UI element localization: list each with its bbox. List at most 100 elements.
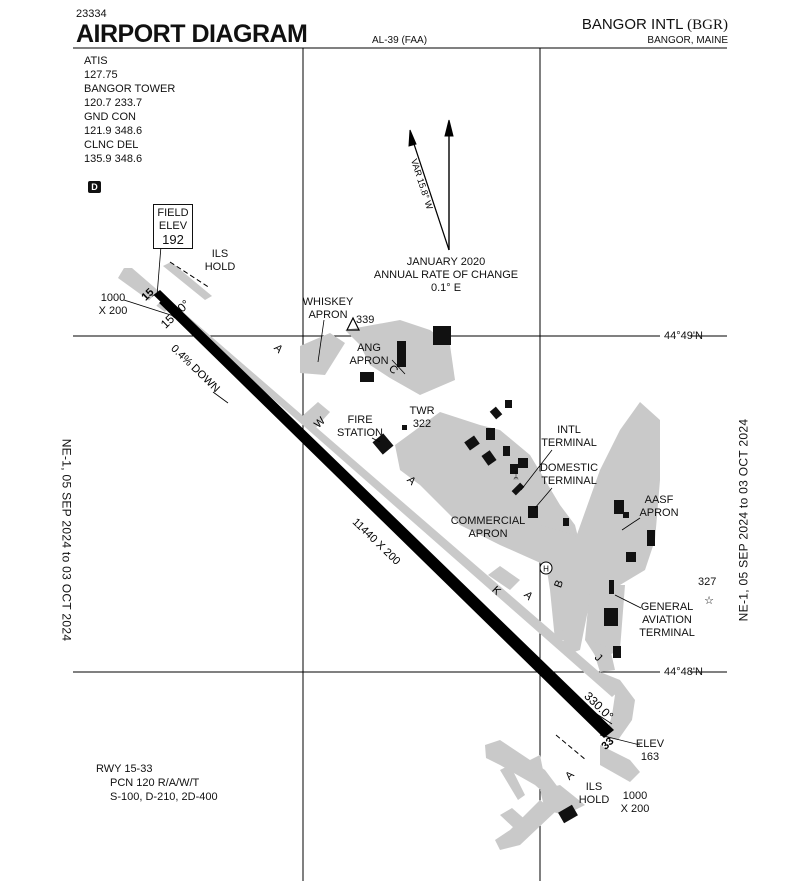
whiskey-apron (300, 333, 345, 375)
magnetic-north-arrow (411, 137, 450, 251)
intl-terminal-line: INTL (557, 424, 581, 436)
ga-terminal-line: TERMINAL (639, 627, 695, 639)
whiskey-apron-label: WHISKEY APRON (302, 296, 354, 322)
south-apron-arm (495, 800, 555, 850)
airport-city: BANGOR, MAINE (647, 35, 728, 46)
building (486, 428, 495, 440)
freq-line: GND CON (84, 111, 136, 123)
field-elev-leader (156, 245, 162, 297)
building (433, 326, 451, 345)
leader-lines (123, 245, 642, 746)
commercial-apron-label: COMMERCIAL APRON (446, 515, 530, 541)
heading-33-leader (559, 689, 613, 725)
tower-label: TWR 322 (404, 405, 440, 431)
taxiway-hold-north (163, 262, 212, 300)
ang-apron-line: APRON (349, 355, 389, 367)
taxiway-j (590, 640, 615, 672)
building (505, 400, 512, 408)
building (563, 518, 569, 526)
helipad-label: H (543, 565, 549, 574)
freq-line: 120.7 233.7 (84, 97, 143, 109)
ang-apron-label: ANG APRON (348, 342, 390, 368)
field-elev-value: 192 (162, 232, 184, 247)
ang-apron-line: ANG (357, 342, 381, 354)
grid-lines (73, 47, 727, 881)
building (503, 446, 510, 456)
latitude-north: 44°49'N (664, 330, 703, 342)
ils-hold-north-line: HOLD (204, 261, 236, 273)
buildings (360, 326, 655, 824)
magnetic-north-arrowhead (408, 129, 417, 147)
ga-terminal-label: GENERAL AVIATION TERMINAL (636, 601, 698, 640)
frequency-block: ATIS 127.75 BANGOR TOWER 120.7 233.7 GND… (84, 54, 175, 166)
ils-hold-south-line: ILS (585, 781, 603, 793)
airport-name: BANGOR INTL (BGR) (582, 16, 728, 34)
building (623, 512, 629, 518)
elev-33-line: 163 (640, 751, 660, 763)
obstacle-star-icon: ☆ (704, 595, 714, 607)
true-north-arrowhead (444, 119, 454, 137)
freq-line: 121.9 348.6 (84, 125, 143, 137)
taxiway-b-label: B (552, 578, 566, 589)
aasf-apron-line: APRON (639, 507, 679, 519)
overrun-south (600, 745, 640, 782)
validity-left: NE-1, 05 SEP 2024 to 03 OCT 2024 (59, 438, 74, 642)
validity-right: NE-1, 05 SEP 2024 to 03 OCT 2024 (736, 418, 751, 622)
tower-line: 322 (412, 418, 432, 430)
south-apron-pad (540, 785, 585, 815)
field-elevation-box: FIELD ELEV 192 (153, 204, 193, 249)
taxiway-south (600, 672, 635, 740)
aasf-apron-line: AASF (644, 494, 674, 506)
rollout-33-label: 1000 X 200 (614, 790, 656, 816)
fire-station-line: STATION (336, 427, 384, 439)
intl-terminal-label: INTL TERMINAL (538, 424, 600, 450)
domestic-terminal-line: TERMINAL (541, 475, 597, 487)
rollout-33-line: 1000 (622, 790, 648, 802)
helipad-icon (539, 561, 553, 575)
freq-line: 135.9 348.6 (84, 153, 143, 165)
runway-info-block: RWY 15-33 PCN 120 R/A/W/T S-100, D-210, … (96, 762, 218, 804)
rollout-33-line: X 200 (620, 803, 650, 815)
domestic-terminal-building (528, 506, 538, 518)
ils-hold-north-line: ILS (211, 248, 229, 260)
runway-15-threshold (147, 295, 161, 309)
elev-33-label: ELEV 163 (632, 738, 668, 764)
domestic-leader (534, 487, 553, 509)
intl-terminal-building (511, 482, 525, 496)
taxiway-a-label-3: A (521, 589, 535, 603)
building (604, 608, 618, 626)
field-elev-label: FIELD (157, 207, 189, 219)
commercial-apron (395, 412, 580, 565)
ils-hold-south-line: HOLD (578, 794, 610, 806)
runway-info-line: PCN 120 R/A/W/T (110, 777, 200, 789)
runway-15-33 (152, 290, 614, 738)
elevation-339-label: 339 (356, 314, 375, 326)
airport-name-text: BANGOR INTL (581, 16, 683, 33)
commercial-apron-line: COMMERCIAL (450, 515, 526, 527)
south-apron-finger (500, 808, 528, 830)
ga-leader (614, 594, 642, 609)
rollout-15-leader (123, 299, 181, 319)
taxiway-a-parallel (124, 268, 620, 697)
ga-terminal-line: GENERAL (640, 601, 694, 613)
magnetic-variation-arrows (408, 119, 454, 251)
fire-station-line: FIRE (347, 414, 373, 426)
rollout-15-line: 1000 (100, 292, 126, 304)
field-elev-label: ELEV (158, 220, 188, 232)
aasf-apron (560, 402, 660, 655)
whiskey-apron-line: APRON (308, 309, 348, 321)
building (481, 450, 497, 466)
south-apron-finger (500, 765, 525, 800)
slope-arrow (212, 391, 229, 404)
pavement (118, 262, 660, 850)
rollout-15-line: X 200 (98, 305, 128, 317)
taxiway-k (488, 566, 520, 590)
building (626, 552, 636, 562)
ils-hold-north-label: ILS HOLD (200, 248, 240, 274)
building (609, 580, 614, 594)
departure-procedure-badge: D (88, 181, 101, 193)
south-apron-branch (485, 740, 560, 800)
domestic-terminal-label: DOMESTIC TERMINAL (538, 462, 600, 488)
ils-hold-lines (169, 261, 587, 761)
commercial-apron-line: APRON (468, 528, 508, 540)
